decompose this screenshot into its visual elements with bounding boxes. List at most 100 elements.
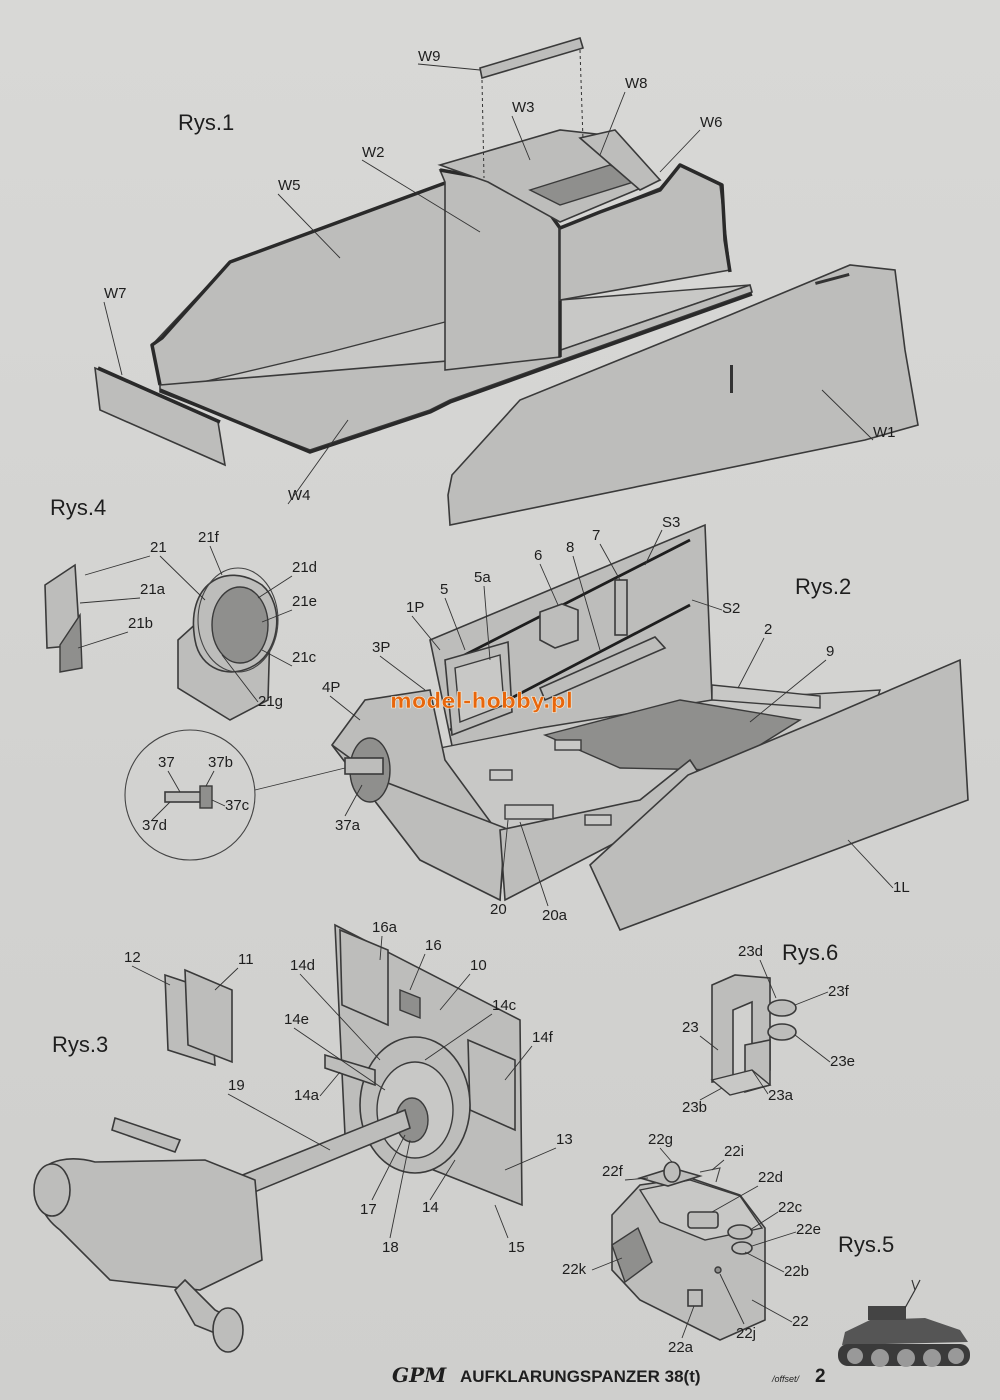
part-23f — [767, 999, 797, 1017]
label-22c: 22c — [778, 1199, 803, 1216]
label-7: 7 — [592, 527, 600, 544]
label-37b: 37b — [208, 754, 233, 771]
guide-W9-left — [481, 79, 485, 179]
part-22e — [731, 1241, 753, 1255]
figure-title-rys1: Rys.1 — [178, 110, 234, 135]
footer-brand: GPM — [392, 1363, 447, 1387]
floor-pad-20 — [504, 804, 554, 820]
part-21e — [211, 586, 269, 664]
label-21a: 21a — [140, 581, 166, 598]
label-W5: W5 — [278, 177, 301, 194]
part-gun-arm — [111, 1116, 182, 1154]
label-S3: S3 — [662, 514, 680, 531]
part-gun-sight — [33, 1163, 71, 1217]
label-21e: 21e — [292, 593, 317, 610]
label-14a: 14a — [294, 1087, 320, 1104]
part-37b-detail — [199, 785, 213, 809]
label-1L: 1L — [893, 879, 910, 896]
label-W7: W7 — [104, 285, 127, 302]
label-37: 37 — [158, 754, 175, 771]
label-10: 10 — [470, 957, 487, 974]
part-23e — [767, 1023, 797, 1041]
slot-W1-2 — [730, 365, 733, 393]
part-5a — [454, 654, 505, 723]
label-1P: 1P — [406, 599, 424, 616]
label-14d: 14d — [290, 957, 315, 974]
label-16a: 16a — [372, 919, 398, 936]
label-22f: 22f — [602, 1163, 624, 1180]
label-15: 15 — [508, 1239, 525, 1256]
figure-rys4: Rys.4 21 21a 21b 21f 21d 21e 21c 21g — [44, 495, 317, 721]
label-12: 12 — [124, 949, 141, 966]
label-5a: 5a — [474, 569, 491, 586]
part-22j — [714, 1266, 722, 1274]
label-14f: 14f — [532, 1029, 554, 1046]
label-4P: 4P — [322, 679, 340, 696]
figure-title-rys5: Rys.5 — [838, 1232, 894, 1257]
part-W7-edge — [97, 366, 221, 424]
part-21b — [59, 612, 83, 673]
label-16: 16 — [425, 937, 442, 954]
label-21: 21 — [150, 539, 167, 556]
label-14e: 14e — [284, 1011, 309, 1028]
label-22d: 22d — [758, 1169, 783, 1186]
part-6 — [539, 603, 579, 649]
part-1L — [589, 658, 969, 932]
label-22i: 22i — [724, 1143, 744, 1160]
part-14f — [467, 1038, 516, 1132]
part-gun-handwheel — [212, 1307, 244, 1353]
footer-title: AUFKLARUNGSPANZER 38(t) — [460, 1367, 701, 1386]
footer-edition: /offset/ — [771, 1374, 801, 1384]
part-21f — [197, 567, 279, 673]
part-W4-edge — [159, 292, 753, 454]
label-18: 18 — [382, 1239, 399, 1256]
label-21d: 21d — [292, 559, 317, 576]
part-22-top — [638, 1179, 764, 1241]
label-3P: 3P — [372, 639, 390, 656]
footer-page-number: 2 — [815, 1366, 826, 1387]
label-37a: 37a — [335, 817, 361, 834]
label-S2: S2 — [722, 600, 740, 617]
part-22k — [611, 1226, 653, 1284]
label-19: 19 — [228, 1077, 245, 1094]
floor-pad-3 — [584, 814, 612, 826]
part-22d — [687, 1211, 719, 1229]
label-14: 14 — [422, 1199, 439, 1216]
label-22b: 22b — [784, 1263, 809, 1280]
part-W9 — [479, 37, 584, 80]
label-21f: 21f — [198, 529, 220, 546]
label-23f: 23f — [828, 983, 850, 1000]
label-17: 17 — [360, 1201, 377, 1218]
label-22g: 22g — [648, 1131, 673, 1148]
part-W8 — [578, 129, 662, 191]
footer: GPM AUFKLARUNGSPANZER 38(t) /offset/ 2 — [392, 1279, 970, 1387]
label-23: 23 — [682, 1019, 699, 1036]
tank-silhouette-icon — [838, 1279, 970, 1367]
label-23a: 23a — [768, 1087, 794, 1104]
figure-rys2: model-hobby.pl Rys.2 S3 S2 7 8 6 5a 5 1P… — [124, 514, 969, 932]
label-W4: W4 — [288, 487, 311, 504]
figure-rys5: Rys.5 22g 22i 22f 22d 22c 22e 22k 22b 22… — [562, 1131, 894, 1356]
part-gun-breech — [37, 1158, 263, 1291]
figure-rys6: Rys.6 23d 23f 23 23e 23a 23b — [682, 940, 855, 1116]
label-W2: W2 — [362, 144, 385, 161]
part-16a — [339, 928, 389, 1027]
label-21c: 21c — [292, 649, 317, 666]
part-11 — [184, 968, 233, 1064]
part-8 — [538, 636, 667, 702]
label-W1: W1 — [873, 424, 896, 441]
label-22: 22 — [792, 1313, 809, 1330]
part-23b — [710, 1069, 772, 1096]
part-S3 — [444, 538, 691, 667]
floor-pad-1 — [489, 769, 513, 781]
part-37-detail — [164, 791, 206, 803]
label-22j: 22j — [736, 1325, 756, 1342]
part-22a — [687, 1289, 703, 1307]
floor-pad-2 — [554, 739, 582, 751]
label-W6: W6 — [700, 114, 723, 131]
figure-title-rys4: Rys.4 — [50, 495, 106, 520]
label-23b: 23b — [682, 1099, 707, 1116]
label-W8: W8 — [625, 75, 648, 92]
label-37d: 37d — [142, 817, 167, 834]
